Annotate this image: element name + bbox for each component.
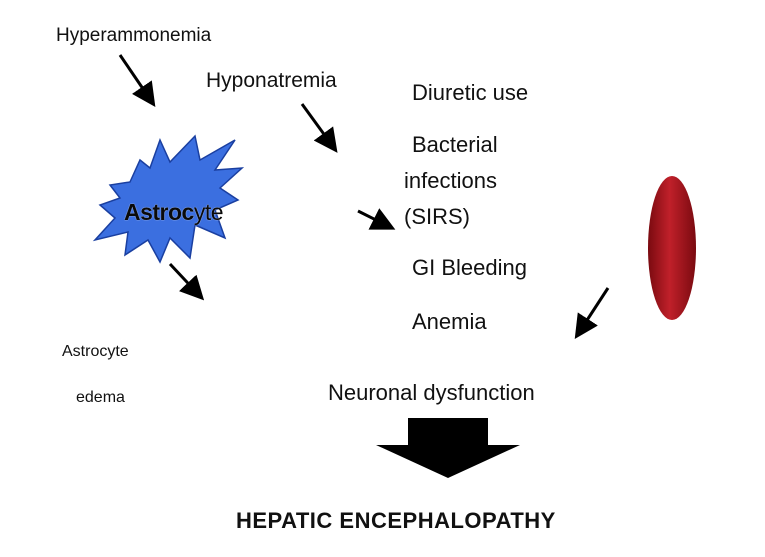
arrow-hyperammonemia-to-astrocyte bbox=[118, 54, 156, 107]
arrow-factors-to-neuronal bbox=[574, 287, 610, 340]
bacterial-infections-line2: infections bbox=[404, 168, 497, 193]
bacterial-infections-line1: Bacterial bbox=[412, 132, 498, 157]
astrocyte-label-bold: Astroc bbox=[124, 199, 194, 225]
arrow-astrocyte-to-edema bbox=[168, 262, 205, 301]
astrocyte-label-rest: yte bbox=[193, 199, 224, 225]
diuretic-use-label: Diuretic use bbox=[412, 80, 529, 105]
hepatic-encephalopathy-title: HEPATIC ENCEPHALOPATHY bbox=[236, 508, 556, 533]
arrow-hyponatremia-to-factors bbox=[300, 103, 338, 153]
red-blood-cell-shape bbox=[648, 176, 696, 320]
neuronal-dysfunction-label: Neuronal dysfunction bbox=[328, 380, 535, 405]
gi-bleeding-label: GI Bleeding bbox=[412, 255, 527, 280]
hyponatremia-label: Hyponatremia bbox=[206, 69, 337, 92]
astrocyte-shape bbox=[92, 134, 245, 264]
astrocyte-edema-line1: Astrocyte bbox=[62, 343, 129, 360]
big-down-arrow bbox=[376, 418, 520, 478]
bacterial-infections-line3: (SIRS) bbox=[404, 204, 470, 229]
hyperammonemia-label: Hyperammonemia bbox=[56, 25, 212, 46]
anemia-label: Anemia bbox=[412, 309, 487, 334]
astrocyte-edema-line2: edema bbox=[76, 389, 125, 406]
astrocyte-label: Astrocyte bbox=[124, 199, 224, 226]
arrow-astrocyte-to-factors bbox=[357, 208, 396, 230]
